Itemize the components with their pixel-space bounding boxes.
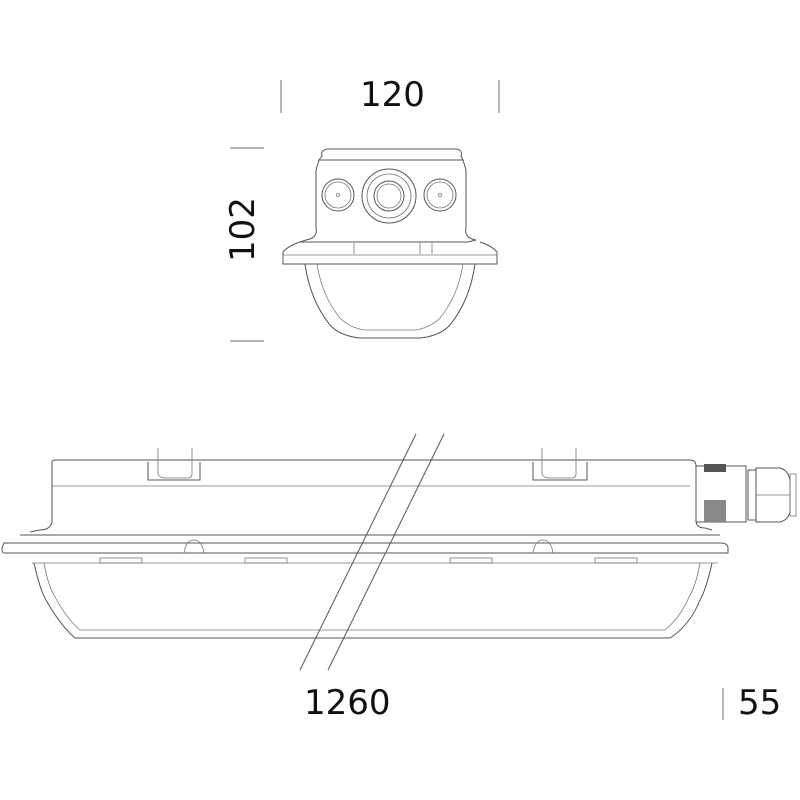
depth-dimension-label: 55 (738, 683, 782, 723)
break-line-left (299, 433, 417, 671)
length-dimension-label: 1260 (304, 683, 391, 723)
side-view (1, 448, 797, 639)
break-line-right (327, 433, 445, 671)
height-dimension-label: 102 (223, 197, 263, 262)
width-dimension-label: 120 (360, 75, 425, 115)
end-view (282, 148, 498, 339)
